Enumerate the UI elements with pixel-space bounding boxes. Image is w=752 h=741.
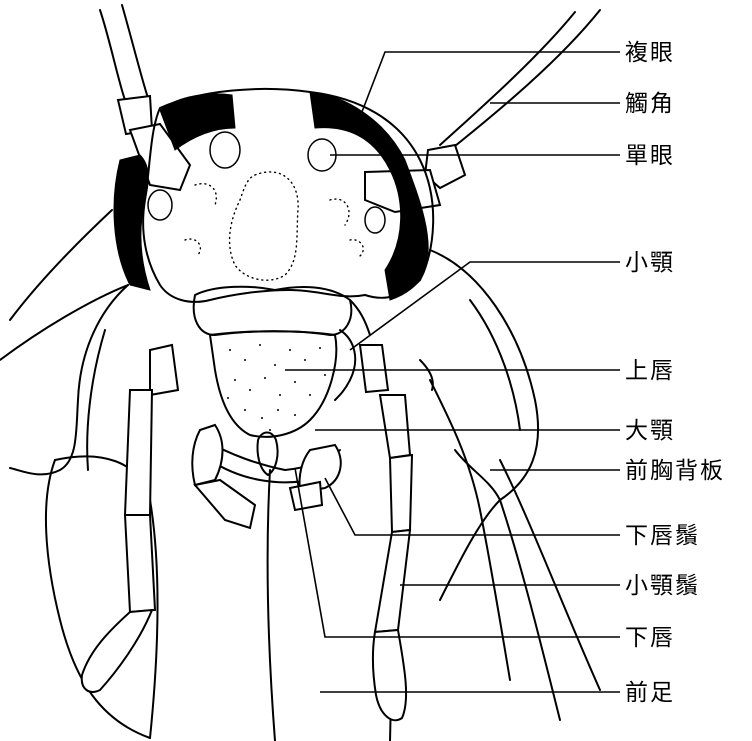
label-mandible: 大顎 (625, 418, 675, 444)
mouthparts (192, 287, 370, 528)
label-foreleg: 前足 (625, 680, 675, 706)
labels: 複眼 觸角 單眼 小顎 上唇 大顎 前胸背板 下唇鬚 小顎鬚 下唇 前足 (625, 40, 725, 706)
left-palp (82, 345, 178, 692)
label-labrum: 上唇 (625, 358, 675, 384)
label-ocellus: 單眼 (625, 143, 675, 169)
label-compound-eye: 複眼 (625, 40, 675, 66)
right-palp (360, 345, 412, 720)
label-labium: 下唇 (625, 625, 675, 651)
label-labial-palp: 下唇鬚 (625, 523, 700, 549)
label-antenna: 觸角 (625, 91, 675, 117)
leader-labium (295, 468, 620, 637)
compound-eye-left (114, 155, 150, 290)
label-maxilla: 小顎 (625, 250, 675, 276)
leader-labial-palp (325, 478, 620, 535)
label-maxillary-palp: 小顎鬚 (625, 573, 700, 599)
ocellus-left (210, 132, 240, 168)
label-pronotum: 前胸背板 (625, 458, 725, 484)
